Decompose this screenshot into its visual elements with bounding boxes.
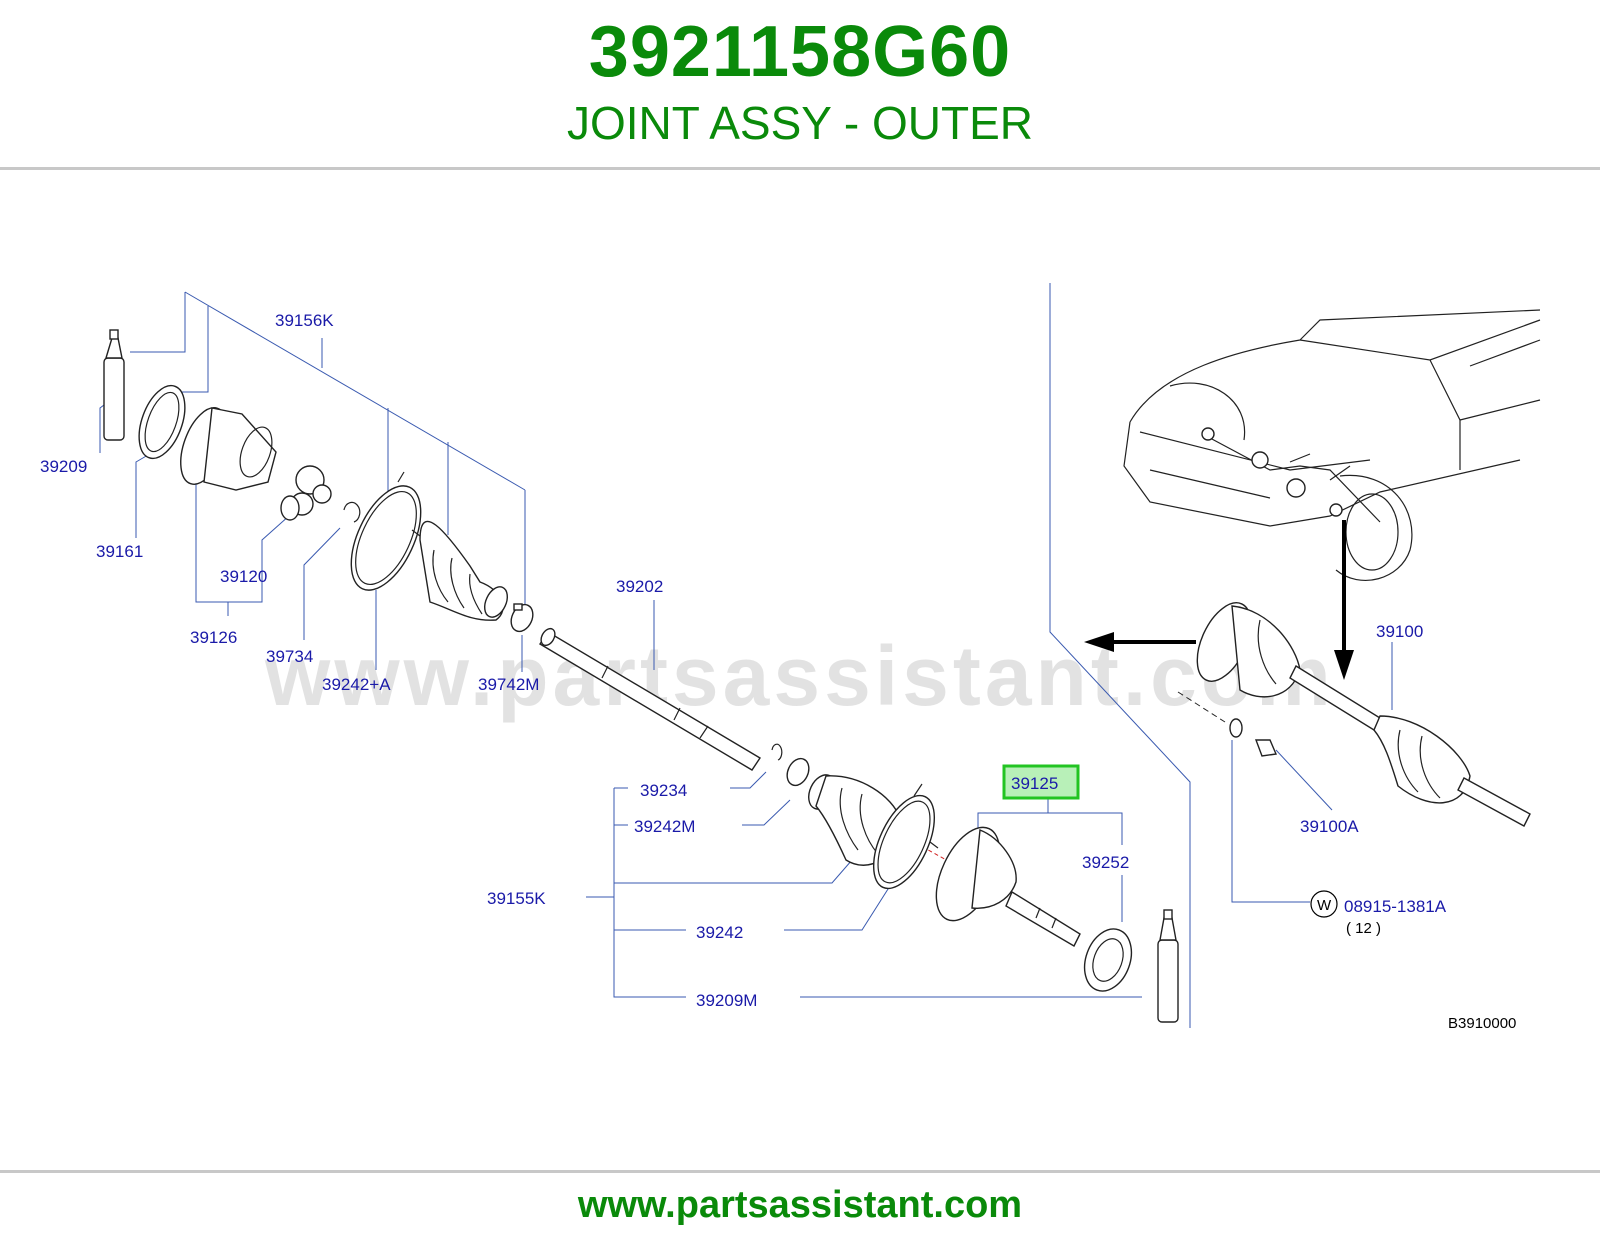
label-39742M[interactable]: 39742M <box>478 675 539 694</box>
snap-ring-39734 <box>343 501 361 523</box>
label-39120[interactable]: 39120 <box>220 567 267 586</box>
label-39209[interactable]: 39209 <box>40 457 87 476</box>
label-39202[interactable]: 39202 <box>616 577 663 596</box>
label-39100A[interactable]: 39100A <box>1300 817 1359 836</box>
reference-code: B3910000 <box>1448 1015 1516 1032</box>
footer-divider <box>0 1170 1600 1173</box>
outer-joint-39125 <box>935 826 1081 947</box>
tripod-joint <box>280 465 332 521</box>
label-39242A[interactable]: 39242+A <box>322 675 391 694</box>
complete-shaft-39100 <box>1196 602 1531 827</box>
shaft-39202 <box>539 627 761 771</box>
watermark-text: www.partsassistant.com <box>264 629 1335 723</box>
washer-symbol-circle <box>1310 890 1338 918</box>
band-39242 <box>872 783 939 890</box>
washer-symbol-letter: W <box>1317 897 1332 914</box>
label-08915-1381A[interactable]: 08915-1381A <box>1344 897 1447 916</box>
ring-39161 <box>138 384 186 460</box>
label-39252[interactable]: 39252 <box>1082 853 1129 872</box>
header-divider <box>0 167 1600 170</box>
label-39100[interactable]: 39100 <box>1376 622 1423 641</box>
clamp-39742M <box>510 603 534 633</box>
vehicle-illustration <box>1123 309 1541 581</box>
part-number: 3921158G60 <box>588 12 1012 92</box>
housing-39120 <box>180 407 277 491</box>
label-39234[interactable]: 39234 <box>640 781 687 800</box>
band-39242A <box>350 471 422 591</box>
arrows <box>1084 520 1354 680</box>
clamp-39242M <box>786 757 810 787</box>
boot-inner <box>419 520 509 621</box>
footer-url[interactable]: www.partsassistant.com <box>577 1184 1023 1226</box>
highlight-box-39125 <box>1002 764 1080 800</box>
label-39161[interactable]: 39161 <box>96 542 143 561</box>
label-39242M[interactable]: 39242M <box>634 817 695 836</box>
label-39242[interactable]: 39242 <box>696 923 743 942</box>
grease-tube-39209 <box>103 329 125 441</box>
label-08915-qty: ( 12 ) <box>1346 920 1381 937</box>
part-name: JOINT ASSY - OUTER <box>566 97 1034 149</box>
grease-tube-39209M <box>1157 909 1179 1023</box>
label-39155K[interactable]: 39155K <box>487 889 546 908</box>
label-39209M[interactable]: 39209M <box>696 991 757 1010</box>
parts-diagram: www.partsassistant.com <box>0 170 1600 1170</box>
part-labels: 39156K 39209 39161 39120 39126 39734 392… <box>40 311 1516 1032</box>
label-39734[interactable]: 39734 <box>266 647 313 666</box>
label-39125[interactable]: 39125 <box>1011 774 1058 793</box>
seal-39252 <box>1083 928 1133 992</box>
label-39156K[interactable]: 39156K <box>275 311 334 330</box>
page-header: 3921158G60 JOINT ASSY - OUTER <box>0 0 1600 168</box>
label-39126[interactable]: 39126 <box>190 628 237 647</box>
clip-39234 <box>771 743 783 761</box>
